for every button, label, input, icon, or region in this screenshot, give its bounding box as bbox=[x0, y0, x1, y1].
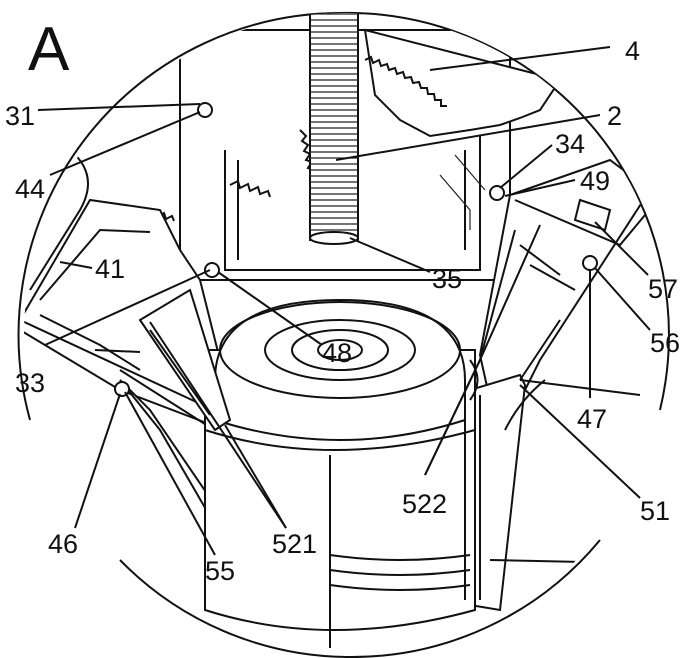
label-2: 2 bbox=[607, 101, 622, 131]
top-cap bbox=[202, 298, 479, 441]
callout-labels: A 4 2 31 44 34 49 41 35 57 56 33 48 47 4… bbox=[5, 15, 680, 586]
gear-plate bbox=[149, 28, 562, 222]
label-4: 4 bbox=[625, 36, 640, 66]
leader-48 bbox=[217, 271, 323, 346]
label-41: 41 bbox=[95, 254, 125, 284]
leader-51 bbox=[519, 384, 641, 499]
pin-56 bbox=[582, 255, 598, 271]
label-49: 49 bbox=[580, 166, 610, 196]
pin-48 bbox=[204, 262, 220, 278]
label-47: 47 bbox=[577, 404, 607, 434]
right-bracket bbox=[519, 319, 641, 396]
label-56: 56 bbox=[650, 328, 680, 358]
detail-circle-outline bbox=[17, 11, 670, 658]
leader-41 bbox=[59, 261, 93, 269]
panel-letter: A bbox=[28, 15, 70, 84]
leader-57 bbox=[594, 221, 649, 276]
leader-44 bbox=[49, 111, 201, 176]
label-34: 34 bbox=[555, 129, 585, 159]
label-521: 521 bbox=[272, 529, 317, 559]
threaded-screw bbox=[303, 13, 365, 245]
label-55: 55 bbox=[205, 556, 235, 586]
front-left-plate bbox=[138, 288, 232, 432]
leader-31 bbox=[37, 103, 201, 111]
label-522: 522 bbox=[402, 489, 447, 519]
leader-2 bbox=[335, 114, 601, 161]
label-48: 48 bbox=[322, 338, 352, 368]
leader-34 bbox=[499, 144, 553, 189]
leader-lines bbox=[37, 46, 651, 556]
leader-55 bbox=[124, 391, 216, 556]
label-51: 51 bbox=[640, 496, 670, 526]
leader-49 bbox=[504, 179, 576, 197]
label-35: 35 bbox=[432, 264, 462, 294]
pin-31 bbox=[197, 102, 213, 118]
label-46: 46 bbox=[48, 529, 78, 559]
leader-521 bbox=[149, 321, 287, 529]
label-57: 57 bbox=[648, 274, 678, 304]
leader-33 bbox=[44, 269, 211, 346]
leader-4 bbox=[429, 46, 611, 71]
label-33: 33 bbox=[15, 368, 45, 398]
label-44: 44 bbox=[15, 174, 45, 204]
leader-522b bbox=[424, 229, 516, 476]
pin-34 bbox=[489, 185, 505, 201]
leader-46 bbox=[74, 393, 121, 529]
leader-521b bbox=[224, 424, 287, 529]
leader-56 bbox=[594, 267, 651, 331]
label-31: 31 bbox=[5, 101, 35, 131]
leader-35 bbox=[349, 237, 431, 273]
